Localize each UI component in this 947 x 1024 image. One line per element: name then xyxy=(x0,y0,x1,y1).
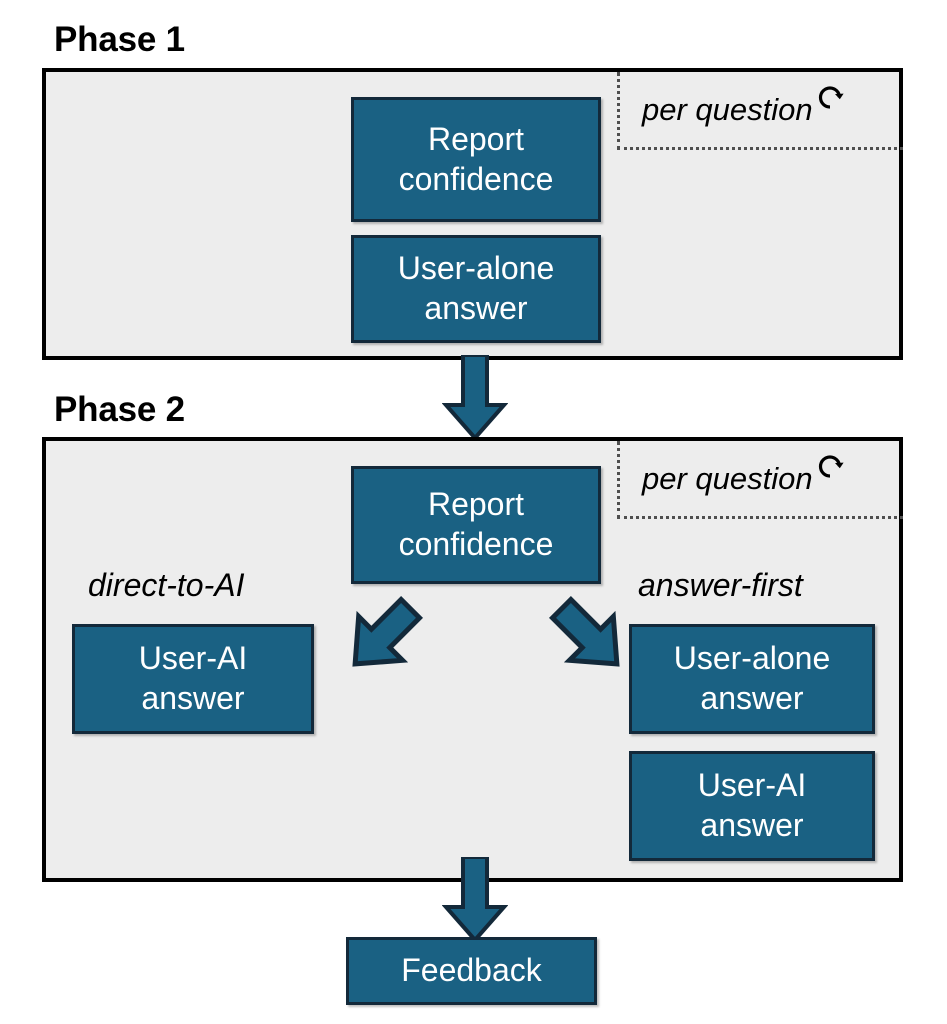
phase-2-right-user-ai-answer-box[interactable]: User-AI answer xyxy=(629,751,875,861)
box-line-1: User-AI xyxy=(138,640,248,677)
phase-1-report-confidence-box[interactable]: Report confidence xyxy=(351,97,601,222)
down-arrow-icon-phase1-to-phase2 xyxy=(441,353,509,442)
phase-2-left-user-ai-answer-box[interactable]: User-AI answer xyxy=(72,624,314,734)
loop-arrow-icon xyxy=(815,452,845,482)
phase-2-per-question-label: per question xyxy=(642,461,813,496)
phase-1-per-question-box: per question xyxy=(617,72,903,150)
phase-1-heading: Phase 1 xyxy=(54,20,185,59)
loop-arrow-icon xyxy=(815,83,845,113)
direct-to-ai-branch-label: direct-to-AI xyxy=(88,567,245,603)
phase-2-right-user-alone-answer-box[interactable]: User-alone answer xyxy=(629,624,875,734)
down-left-arrow-icon xyxy=(338,593,426,681)
box-line-1: User-AI xyxy=(697,767,807,804)
phase-2-report-confidence-box[interactable]: Report confidence xyxy=(351,466,601,584)
box-line-2: confidence xyxy=(398,526,554,562)
answer-first-branch-label: answer-first xyxy=(638,567,803,603)
box-line-2: confidence xyxy=(398,160,554,197)
down-arrow-icon-phase2-to-feedback xyxy=(441,855,509,944)
feedback-box[interactable]: Feedback xyxy=(346,937,597,1005)
box-line-1: Report xyxy=(427,120,525,157)
feedback-label: Feedback xyxy=(401,952,542,989)
box-line-2: answer xyxy=(700,680,804,716)
down-right-arrow-icon xyxy=(546,593,634,681)
box-line-2: answer xyxy=(424,290,528,326)
phase-1-per-question-label: per question xyxy=(642,92,813,127)
phase-2-heading: Phase 2 xyxy=(54,390,185,429)
box-line-2: answer xyxy=(700,807,804,843)
phase-1-user-alone-answer-box[interactable]: User-alone answer xyxy=(351,235,601,343)
box-line-2: answer xyxy=(141,680,245,716)
phase-2-panel: per question Report confidence direct-to… xyxy=(42,437,903,882)
box-line-1: User-alone xyxy=(397,250,555,287)
box-line-1: Report xyxy=(427,486,525,523)
box-line-1: User-alone xyxy=(673,640,831,677)
phase-1-panel: per question Report confidence User-alon… xyxy=(42,68,903,360)
phase-2-per-question-box: per question xyxy=(617,441,903,519)
